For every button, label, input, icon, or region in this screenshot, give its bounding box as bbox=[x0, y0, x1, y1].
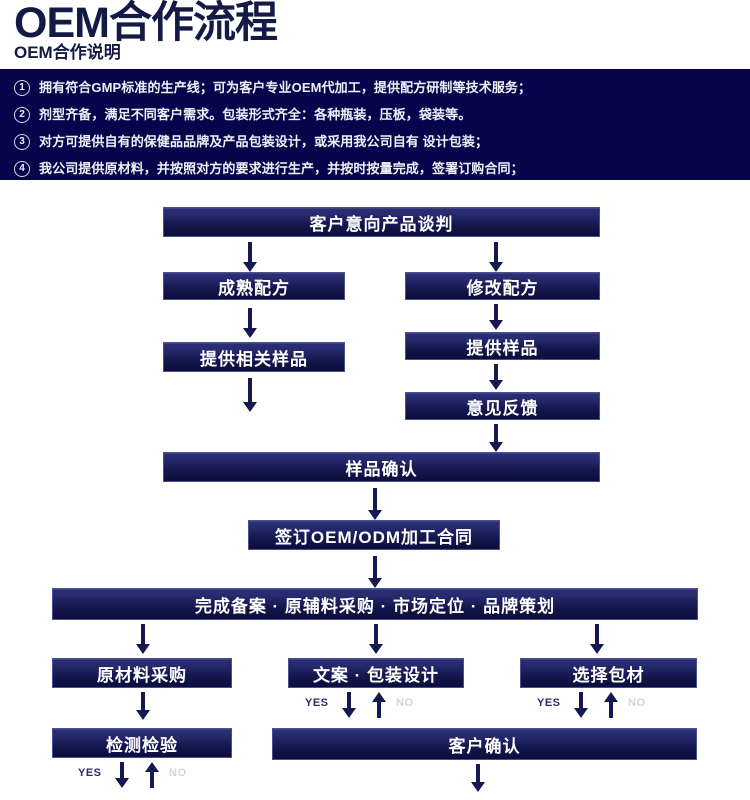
decision-label-yes: YES bbox=[537, 697, 561, 709]
flow-node-feedback[interactable]: 意见反馈 bbox=[405, 392, 600, 420]
intro-list-item: 4 我公司提供原材料，并按照对方的要求进行生产，并按时按量完成，签署订购合同； bbox=[14, 160, 524, 177]
arrow-up-icon bbox=[141, 762, 163, 788]
intro-banner: 1 拥有符合GMP标准的生产线；可为客户专业OEM代加工，提供配方研制等技术服务… bbox=[0, 69, 750, 180]
arrow-down-icon bbox=[363, 488, 387, 520]
flow-node-customer-confirm[interactable]: 客户确认 bbox=[272, 728, 697, 760]
flow-node-sign-contract[interactable]: 签订OEM/ODM加工合同 bbox=[248, 520, 500, 550]
arrow-down-icon bbox=[238, 242, 262, 272]
decision-label-no: NO bbox=[628, 697, 646, 709]
flow-node-filing[interactable]: 完成备案 · 原辅料采购 · 市场定位 · 品牌策划 bbox=[52, 588, 698, 620]
flow-node-related-sample[interactable]: 提供相关样品 bbox=[163, 342, 345, 372]
arrow-down-icon bbox=[364, 624, 388, 654]
decision-label-no: NO bbox=[169, 767, 187, 779]
flow-node-negotiation[interactable]: 客户意向产品谈判 bbox=[163, 207, 600, 237]
arrow-down-icon bbox=[484, 242, 508, 272]
flow-node-sample-confirm[interactable]: 样品确认 bbox=[163, 452, 600, 482]
intro-item-text: 我公司提供原材料，并按照对方的要求进行生产，并按时按量完成，签署订购合同； bbox=[39, 161, 524, 176]
intro-item-text: 对方可提供自有的保健品品牌及产品包装设计，或采用我公司自有 设计包装； bbox=[39, 134, 489, 149]
arrow-down-icon bbox=[484, 364, 508, 390]
decision-label-yes: YES bbox=[78, 767, 102, 779]
intro-list-item: 1 拥有符合GMP标准的生产线；可为客户专业OEM代加工，提供配方研制等技术服务… bbox=[14, 79, 531, 96]
list-number-icon: 3 bbox=[14, 133, 30, 150]
arrow-up-icon bbox=[368, 692, 390, 718]
arrow-down-icon bbox=[484, 304, 508, 330]
decision-label-yes: YES bbox=[305, 697, 329, 709]
flow-node-mature-formula[interactable]: 成熟配方 bbox=[163, 272, 345, 300]
arrow-down-icon bbox=[585, 624, 609, 654]
flow-node-inspection[interactable]: 检测检验 bbox=[52, 728, 232, 758]
flow-node-raw-purchase[interactable]: 原材料采购 bbox=[52, 658, 232, 688]
arrow-down-icon bbox=[238, 308, 262, 338]
arrow-down-icon bbox=[484, 424, 508, 452]
flow-node-select-pack[interactable]: 选择包材 bbox=[520, 658, 697, 688]
flow-node-modify-formula[interactable]: 修改配方 bbox=[405, 272, 600, 300]
flow-node-provide-sample[interactable]: 提供样品 bbox=[405, 332, 600, 360]
arrow-down-icon bbox=[466, 764, 490, 792]
flow-node-copy-package[interactable]: 文案 · 包装设计 bbox=[288, 658, 464, 688]
list-number-icon: 4 bbox=[14, 160, 30, 177]
arrow-down-icon bbox=[131, 624, 155, 654]
decision-label-no: NO bbox=[396, 697, 414, 709]
arrow-down-icon bbox=[238, 378, 262, 412]
arrow-down-icon bbox=[363, 556, 387, 588]
arrow-up-icon bbox=[600, 692, 622, 718]
list-number-icon: 1 bbox=[14, 79, 30, 96]
arrow-down-icon bbox=[338, 692, 360, 718]
intro-list-item: 3 对方可提供自有的保健品品牌及产品包装设计，或采用我公司自有 设计包装； bbox=[14, 133, 488, 150]
page-title: OEM合作流程 bbox=[14, 0, 278, 47]
flowchart: 客户意向产品谈判 成熟配方 修改配方 提供样品 提供相关样品 意见反馈 样品确认… bbox=[0, 180, 750, 800]
page-subtitle: OEM合作说明 bbox=[14, 43, 121, 62]
arrow-down-icon bbox=[131, 692, 155, 720]
arrow-down-icon bbox=[570, 692, 592, 718]
list-number-icon: 2 bbox=[14, 106, 30, 123]
intro-item-text: 拥有符合GMP标准的生产线；可为客户专业OEM代加工，提供配方研制等技术服务； bbox=[39, 80, 532, 95]
intro-item-text: 剂型齐备，满足不同客户需求。包装形式齐全：各种瓶装，压板，袋装等。 bbox=[39, 107, 472, 122]
intro-list-item: 2 剂型齐备，满足不同客户需求。包装形式齐全：各种瓶装，压板，袋装等。 bbox=[14, 106, 471, 123]
arrow-down-icon bbox=[111, 762, 133, 788]
